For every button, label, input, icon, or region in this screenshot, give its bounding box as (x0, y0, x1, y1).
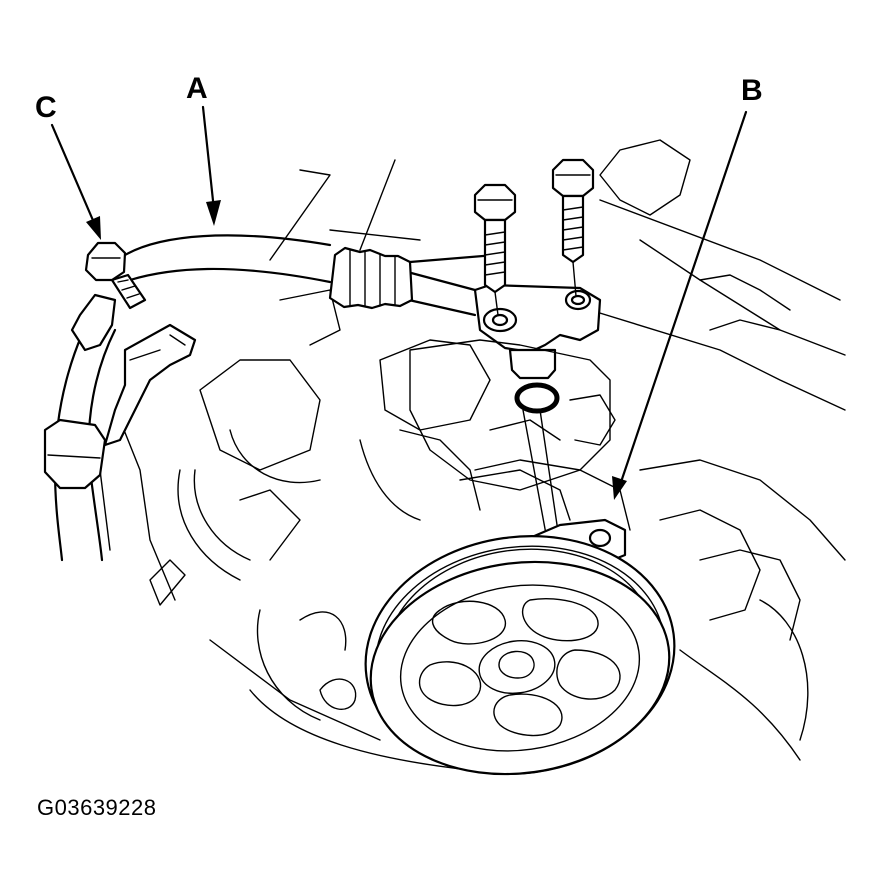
flange-bolt-left (473, 183, 517, 316)
callout-label-a: A (186, 72, 208, 105)
figure-id: G03639228 (37, 795, 157, 820)
hose-flange (473, 283, 602, 546)
flange-bolt-right (551, 158, 595, 297)
leader-arrows (50, 105, 748, 500)
hose-sleeve (328, 246, 414, 310)
clamp-bracket (103, 323, 197, 447)
hose-clamp (43, 293, 117, 490)
callout-label-b: B (741, 74, 763, 107)
arrow-head-c (86, 216, 101, 240)
arrow-head-b (612, 476, 627, 500)
callout-label-c: C (35, 91, 57, 124)
engine-background-outline (99, 139, 846, 771)
clamp-bolt (84, 241, 147, 310)
o-ring (514, 382, 560, 414)
pump-pulley (364, 535, 676, 776)
arrow-head-a (206, 200, 221, 226)
